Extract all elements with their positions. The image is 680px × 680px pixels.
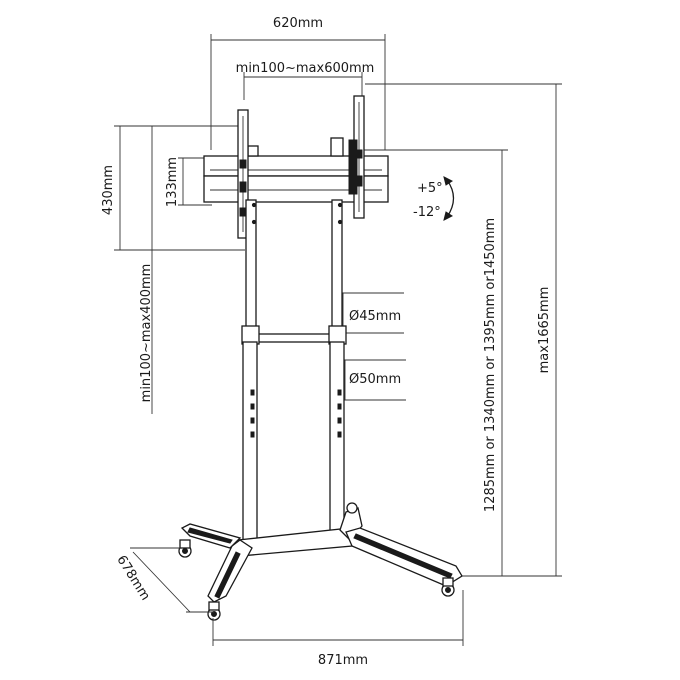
base-width-dimension: 871mm [212, 590, 464, 668]
bracket-height-label: 430mm [101, 165, 116, 215]
tube-upper-label: Ø45mm [349, 309, 401, 324]
tilt-up-label: +5° [417, 181, 443, 196]
column-height-label: 1285mm or 1340mm or 1395mm or1450mm [483, 218, 498, 512]
vesa-height-label: min100~max400mm [139, 264, 154, 403]
left-vesa-arm [237, 109, 249, 239]
column-height-dimension: 1285mm or 1340mm or 1395mm or1450mm [350, 149, 508, 577]
lower-left-column [242, 341, 258, 543]
vesa-height-dimension: min100~max400mm [139, 126, 154, 414]
rail-height-dimension: 133mm [165, 157, 212, 207]
width-620-dimension: 620mm [210, 16, 386, 150]
caster-wheels [178, 502, 455, 621]
base-depth-label: 678mm [113, 553, 152, 603]
tilt-indicator: +5° -12° [413, 176, 455, 221]
bracket-height-dimension: 430mm [101, 125, 245, 251]
rail-height-label: 133mm [165, 157, 180, 207]
upper-right-column [331, 199, 343, 329]
upper-left-column [245, 199, 257, 329]
tube-lower-callout: Ø50mm [338, 359, 406, 401]
tube-upper-callout: Ø45mm [336, 292, 404, 334]
tilt-down-label: -12° [413, 205, 441, 220]
vesa-width-dimension: min100~max600mm [236, 61, 375, 100]
tube-lower-label: Ø50mm [349, 372, 401, 387]
vesa-width-label: min100~max600mm [236, 61, 375, 76]
base-width-label: 871mm [318, 653, 368, 668]
tv-stand-illustration [178, 95, 463, 621]
base-depth-dimension: 678mm [113, 547, 214, 613]
adjustment-holes [250, 389, 342, 438]
width-620-label: 620mm [273, 16, 323, 31]
lower-right-column [329, 341, 345, 543]
right-vesa-arm [348, 95, 365, 219]
base-legs [180, 507, 463, 603]
max-height-label: max1665mm [537, 287, 552, 374]
max-height-dimension: max1665mm [365, 83, 562, 577]
